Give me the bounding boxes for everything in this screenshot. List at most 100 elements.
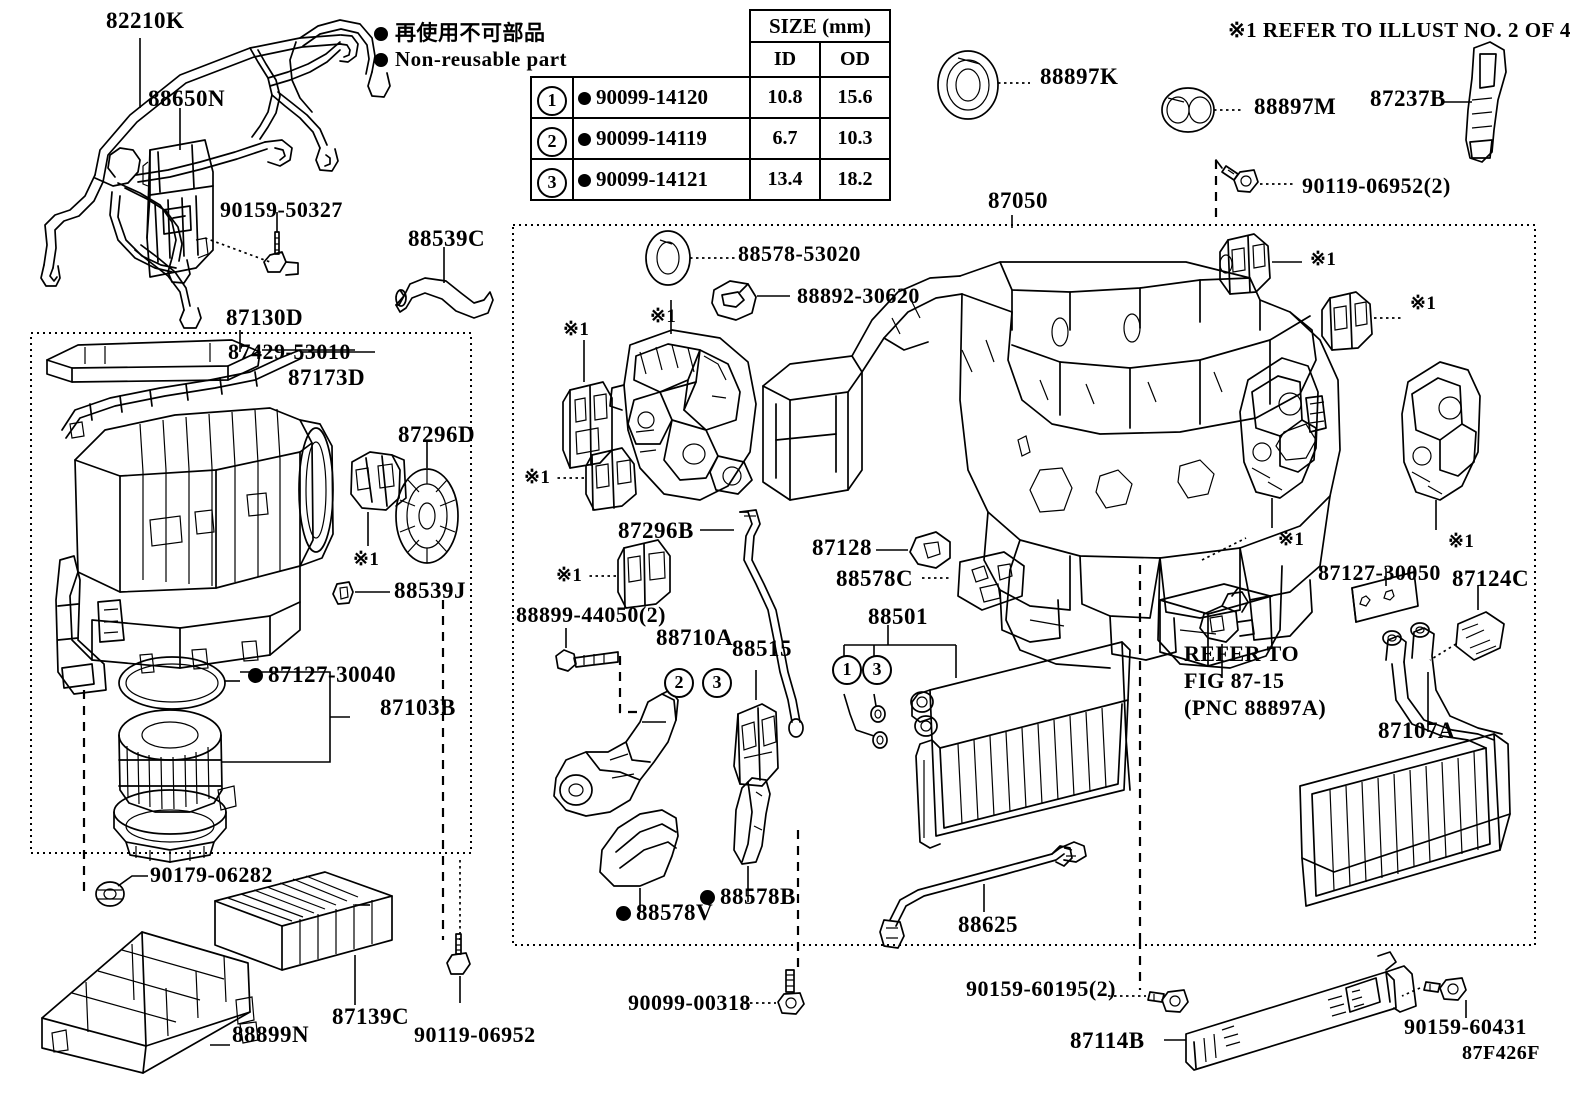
- size-row-id: 13.4: [749, 158, 821, 201]
- illust-reference-note: ※1 REFER TO ILLUST NO. 2 OF 4: [1228, 18, 1571, 42]
- table-row: 1 90099-14120 10.8 15.6: [530, 76, 891, 119]
- refer-line-2: FIG 87-15: [1184, 668, 1285, 693]
- label-90159-60195: 90159-60195(2): [966, 976, 1116, 1001]
- size-row-id: 10.8: [749, 76, 821, 119]
- label-87127-30040: 87127-30040: [248, 662, 396, 688]
- label-87237b: 87237B: [1370, 86, 1446, 111]
- label-88539c: 88539C: [408, 226, 486, 251]
- size-col-od: OD: [819, 41, 891, 78]
- balloon-1: 1: [537, 85, 567, 116]
- label-87173d: 87173D: [288, 365, 366, 390]
- bolt-88899-44050-art: [555, 628, 644, 714]
- nonreusable-dot: [700, 890, 715, 905]
- cabin-filter-87139c-art: [214, 871, 393, 1005]
- table-row: 2 90099-14119 6.7 10.3: [530, 117, 891, 160]
- legend-japanese: 再使用不可部品: [374, 17, 546, 47]
- nonreusable-dot: [616, 906, 631, 921]
- seal-88897k-art: [937, 50, 1030, 120]
- label-87296b: 87296B: [618, 518, 694, 543]
- diagram-code: 87F426F: [1462, 1042, 1540, 1064]
- label-88892-30620: 88892-30620: [797, 283, 920, 308]
- table-row: 3 90099-14121 13.4 18.2: [530, 158, 891, 201]
- screw-90119-06952-top-art: [1214, 159, 1296, 222]
- label-88501: 88501: [868, 604, 928, 629]
- size-row-part: 90099-14121: [596, 167, 708, 191]
- hose-88539c-art: [395, 247, 494, 319]
- label-88625: 88625: [958, 912, 1018, 937]
- clip-88515-art: [733, 670, 779, 787]
- nonreusable-dot: [578, 92, 591, 105]
- seal-88892-30620-art: [711, 280, 790, 321]
- expansion-valve-art: [1138, 537, 1255, 940]
- size-table-title: SIZE (mm): [749, 9, 891, 43]
- refer-line-3: (PNC 88897A): [1184, 695, 1327, 720]
- refer-line-1: REFER TO: [1184, 641, 1300, 666]
- label-87127-30050: 87127-30050: [1318, 560, 1441, 585]
- damper-87429-art: [46, 339, 355, 383]
- link-rod-87173d-art: [61, 349, 375, 439]
- balloon-3: 3: [537, 167, 567, 198]
- label-82210k: 82210K: [106, 8, 185, 33]
- size-table: SIZE (mm) ID OD 1 90099-14120 10.8 15.6 …: [530, 9, 891, 201]
- seal-87127-30040-art: [118, 656, 240, 710]
- label-87296d: 87296D: [398, 422, 476, 447]
- label-88539j: 88539J: [394, 578, 466, 603]
- heater-core-87107a-art: [1299, 622, 1511, 907]
- label-87124c: 87124C: [1452, 566, 1530, 591]
- balloon-lever-2: 2: [664, 668, 694, 698]
- size-row-od: 10.3: [819, 117, 891, 160]
- mark-ref-servo-6: ※1: [1410, 293, 1437, 314]
- clip-88539j-art: [332, 581, 390, 605]
- seal-88578c-art: [922, 551, 1025, 611]
- balloon-lever-3: 3: [702, 668, 732, 698]
- label-88710a: 88710A: [656, 625, 734, 650]
- duct-88578v-art: [599, 809, 679, 912]
- label-87114b: 87114B: [1070, 1028, 1145, 1053]
- balloon-2: 2: [537, 126, 567, 157]
- label-88578c: 88578C: [836, 566, 914, 591]
- size-row-od: 15.6: [819, 76, 891, 119]
- duct-88578b-art: [733, 777, 771, 902]
- label-88578v: 88578V: [616, 900, 713, 926]
- seal-88897m-art: [1161, 87, 1244, 133]
- wire-harness-art: [40, 19, 391, 329]
- screw-90119-06952-left-art: [446, 860, 471, 1003]
- balloon-evap-1: 1: [832, 655, 862, 685]
- bracket-87237b-art: [1442, 41, 1507, 163]
- grommet-87128-art: [876, 531, 951, 569]
- seal-88578-53020-art: [645, 230, 735, 286]
- label-87429-53010: 87429-53010: [228, 339, 351, 364]
- sub-core-87114b-art: [1164, 951, 1417, 1071]
- label-90119-06952-left: 90119-06952: [414, 1022, 536, 1047]
- blower-assembly-87103b-art: [113, 671, 350, 863]
- label-90179-06282: 90179-06282: [150, 862, 273, 887]
- label-90159-60431: 90159-60431: [1404, 1014, 1527, 1039]
- seal-87127-30050-art: [1351, 568, 1419, 623]
- nonreusable-dot: [578, 174, 591, 187]
- label-87130d: 87130D: [226, 305, 304, 330]
- nut-90179-art: [95, 875, 148, 907]
- clamp-87124c-art: [1429, 585, 1505, 661]
- size-row-part: 90099-14120: [596, 85, 708, 109]
- nonreusable-dot: [578, 133, 591, 146]
- size-row-od: 18.2: [819, 158, 891, 201]
- label-88899n: 88899N: [232, 1022, 310, 1047]
- mark-ref-servo-5: ※1: [1310, 249, 1337, 270]
- size-row-id: 6.7: [749, 117, 821, 160]
- screw-90099-00318-art: [744, 830, 805, 1015]
- label-90119-06952-top: 90119-06952(2): [1302, 173, 1451, 198]
- label-88899-44050: 88899-44050(2): [516, 602, 666, 627]
- refer-to-note: REFER TO FIG 87-15 (PNC 88897A): [1184, 640, 1326, 721]
- ac-amplifier-art: [142, 139, 214, 278]
- filter-case-88899n-art: [41, 931, 259, 1074]
- blower-gear-87296d-art: [350, 440, 459, 564]
- label-88897k: 88897K: [1040, 64, 1119, 89]
- size-col-id: ID: [749, 41, 821, 78]
- label-87128: 87128: [812, 535, 872, 560]
- mark-ref-servo-2: ※1: [650, 306, 677, 327]
- legend-bullet-jp: [374, 27, 388, 41]
- label-88578b: 88578B: [700, 884, 796, 910]
- screw-90159-60195-art: [1108, 940, 1189, 1013]
